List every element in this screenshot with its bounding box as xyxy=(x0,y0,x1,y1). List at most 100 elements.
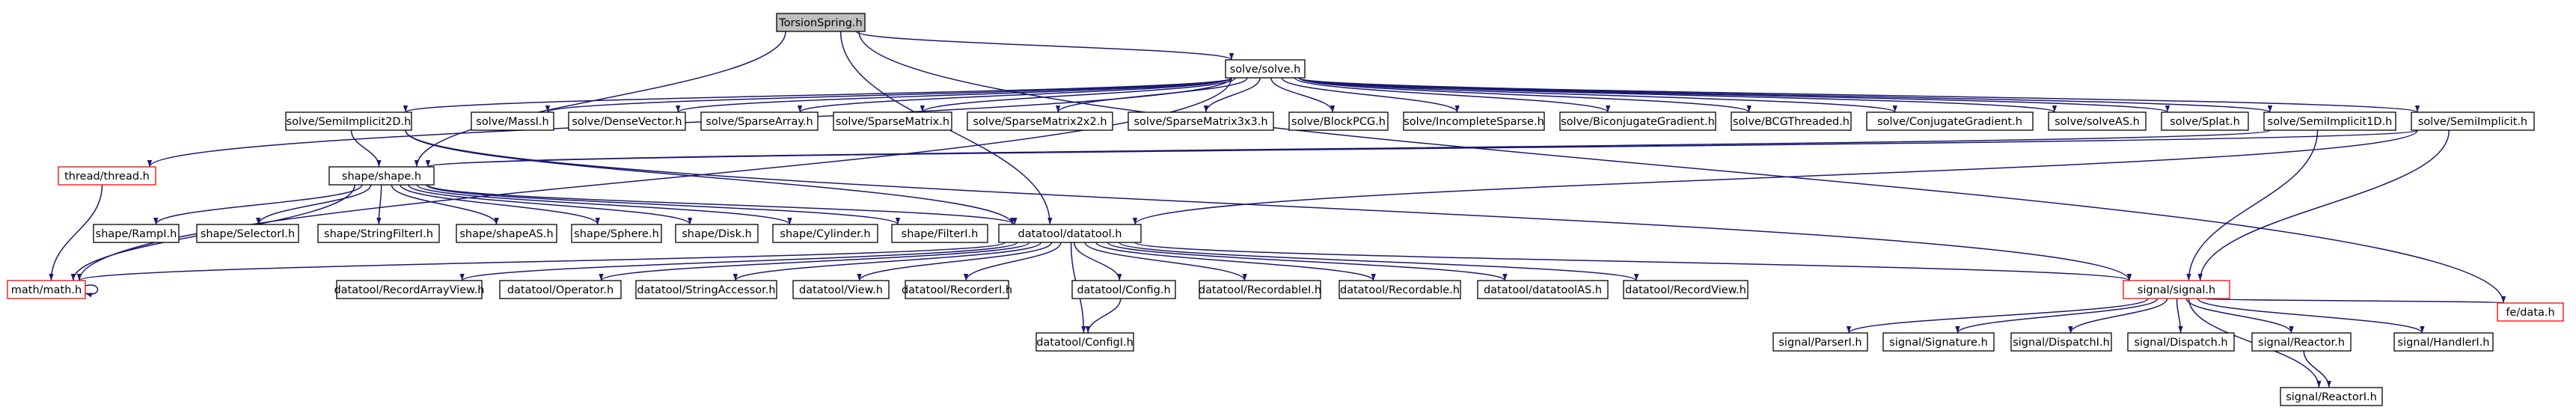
node-box xyxy=(1866,111,2034,131)
node-box xyxy=(2127,332,2235,352)
node-label: datatool/RecorderI.h xyxy=(902,284,1012,296)
node-cg[interactable]: solve/ConjugateGradient.h xyxy=(1866,111,2034,131)
node-shape[interactable]: shape/shape.h xyxy=(328,166,435,186)
edge-group xyxy=(416,184,792,225)
edge-semi2d-to-shape xyxy=(350,129,382,168)
node-reactor[interactable]: signal/Reactor.h xyxy=(2251,332,2352,352)
edge-semi-to-datatool xyxy=(1133,129,2418,225)
node-incomplete[interactable]: solve/IncompleteSparse.h xyxy=(1403,111,1545,131)
node-recorderi[interactable]: datatool/RecorderI.h xyxy=(902,280,1012,299)
node-box xyxy=(1772,332,1868,352)
node-signal[interactable]: signal/signal.h xyxy=(2123,280,2230,299)
node-blockpcg[interactable]: solve/BlockPCG.h xyxy=(1288,111,1389,131)
node-box xyxy=(328,166,435,186)
node-box xyxy=(336,280,483,299)
node-dispatch[interactable]: signal/Dispatch.h xyxy=(2127,332,2235,352)
node-math[interactable]: math/math.h xyxy=(7,280,86,299)
node-label: datatool/Operator.h xyxy=(507,284,614,296)
edge-root-to-shape xyxy=(414,31,786,168)
node-shapeas[interactable]: shape/shapeAS.h xyxy=(456,224,557,243)
edge-group xyxy=(1281,77,1460,113)
node-configi[interactable]: datatool/ConfigI.h xyxy=(1035,332,1134,352)
edge-group xyxy=(1847,298,2149,334)
node-sparsearr[interactable]: solve/SparseArray.h xyxy=(700,111,819,131)
edge-signal-to-fedata xyxy=(2204,296,2505,304)
node-stracc[interactable]: datatool/StringAccessor.h xyxy=(635,280,777,299)
node-selectori[interactable]: shape/SelectorI.h xyxy=(196,224,299,243)
node-sphere[interactable]: shape/Sphere.h xyxy=(571,224,662,243)
node-box xyxy=(1731,111,1852,131)
node-reactori[interactable]: signal/ReactorI.h xyxy=(2280,387,2383,406)
node-rav[interactable]: datatool/RecordArrayView.h xyxy=(334,280,485,299)
node-box xyxy=(2048,111,2147,131)
node-fedata[interactable]: fe/data.h xyxy=(2497,302,2564,322)
node-dispatchi[interactable]: signal/DispatchI.h xyxy=(2010,332,2112,352)
edge-group xyxy=(920,77,1236,113)
node-sparse3x3[interactable]: solve/SparseMatrix3x3.h xyxy=(1128,111,1274,131)
edge-group xyxy=(1086,298,1122,334)
node-cylinder[interactable]: shape/Cylinder.h xyxy=(772,224,878,243)
node-filteri[interactable]: shape/FilterI.h xyxy=(891,224,988,243)
node-label: shape/Sphere.h xyxy=(574,228,659,240)
node-box xyxy=(196,224,299,243)
node-box xyxy=(2393,332,2494,352)
node-label: solve/BCGThreaded.h xyxy=(1733,116,1850,128)
node-box xyxy=(1559,111,1716,131)
node-semi[interactable]: solve/SemiImplicit.h xyxy=(2411,111,2535,131)
node-label: math/math.h xyxy=(11,284,82,296)
edge-datatool-to-signal xyxy=(1134,242,2132,281)
node-signature[interactable]: signal/Signature.h xyxy=(1882,332,1995,352)
node-recordable[interactable]: datatool/Recordable.h xyxy=(1339,280,1461,299)
node-splat[interactable]: solve/Splat.h xyxy=(2161,111,2249,131)
node-box xyxy=(776,13,866,32)
node-sparsemat[interactable]: solve/SparseMatrix.h xyxy=(833,111,952,131)
node-semi1d[interactable]: solve/SemiImplicit1D.h xyxy=(2263,111,2396,131)
edge-solve-to-sparse3x3 xyxy=(1203,77,1261,113)
node-root[interactable]: TorsionSpring.h xyxy=(776,13,866,32)
node-densevec[interactable]: solve/DenseVector.h xyxy=(568,111,686,131)
edge-solve-to-bcgt xyxy=(1298,77,1752,113)
node-box xyxy=(1035,332,1134,352)
edge-datatool-to-math xyxy=(77,242,1006,281)
node-semi2d[interactable]: solve/SemiImplicit2D.h xyxy=(285,111,412,131)
node-solveas[interactable]: solve/solveAS.h xyxy=(2048,111,2147,131)
node-box xyxy=(568,111,686,131)
edge-group xyxy=(732,242,1041,281)
node-massi[interactable]: solve/MassI.h xyxy=(471,111,554,131)
node-bicg[interactable]: solve/BiconjugateGradient.h xyxy=(1559,111,1716,131)
edge-signal-to-signature xyxy=(1955,298,2159,334)
edge-group xyxy=(2176,298,2183,334)
node-stringfilteri[interactable]: shape/StringFilterI.h xyxy=(317,224,440,243)
node-view[interactable]: datatool/View.h xyxy=(792,280,890,299)
node-box xyxy=(1225,59,1306,79)
edge-group xyxy=(350,129,382,168)
node-rampi[interactable]: shape/RampI.h xyxy=(93,224,180,243)
edge-solve-to-incomplete xyxy=(1281,77,1460,113)
node-sparse2x2[interactable]: solve/SparseMatrix2x2.h xyxy=(967,111,1113,131)
node-label: solve/SparseMatrix.h xyxy=(836,116,949,128)
node-recordablei[interactable]: datatool/RecordableI.h xyxy=(1199,280,1321,299)
edge-reactor-to-reactori xyxy=(2303,350,2331,388)
node-label: signal/ReactorI.h xyxy=(2286,391,2377,403)
node-parseri[interactable]: signal/ParserI.h xyxy=(1772,332,1868,352)
node-operator[interactable]: datatool/Operator.h xyxy=(499,280,622,299)
node-config[interactable]: datatool/Config.h xyxy=(1071,280,1176,299)
node-datatool[interactable]: datatool/datatool.h xyxy=(998,224,1142,243)
node-bcgt[interactable]: solve/BCGThreaded.h xyxy=(1731,111,1852,131)
node-label: solve/solveAS.h xyxy=(2055,116,2140,128)
edge-solve-to-sparsemat xyxy=(920,77,1236,113)
edge-config-to-configi xyxy=(1086,298,1122,334)
node-box xyxy=(967,111,1113,131)
node-disk[interactable]: shape/Disk.h xyxy=(675,224,759,243)
node-label: signal/HandlerI.h xyxy=(2398,337,2490,349)
node-solve[interactable]: solve/solve.h xyxy=(1225,59,1306,79)
edge-group xyxy=(427,184,1018,225)
node-thread[interactable]: thread/thread.h xyxy=(58,166,156,186)
edge-group xyxy=(1074,242,1122,281)
node-datatoolas[interactable]: datatool/datatoolAS.h xyxy=(1477,280,1609,299)
node-label: solve/SemiImplicit2D.h xyxy=(287,116,412,128)
node-handleri[interactable]: signal/HandlerI.h xyxy=(2393,332,2494,352)
node-label: solve/Splat.h xyxy=(2170,116,2240,128)
edge-shape-to-rampi xyxy=(153,184,363,225)
node-recordview[interactable]: datatool/RecordView.h xyxy=(1623,280,1749,299)
